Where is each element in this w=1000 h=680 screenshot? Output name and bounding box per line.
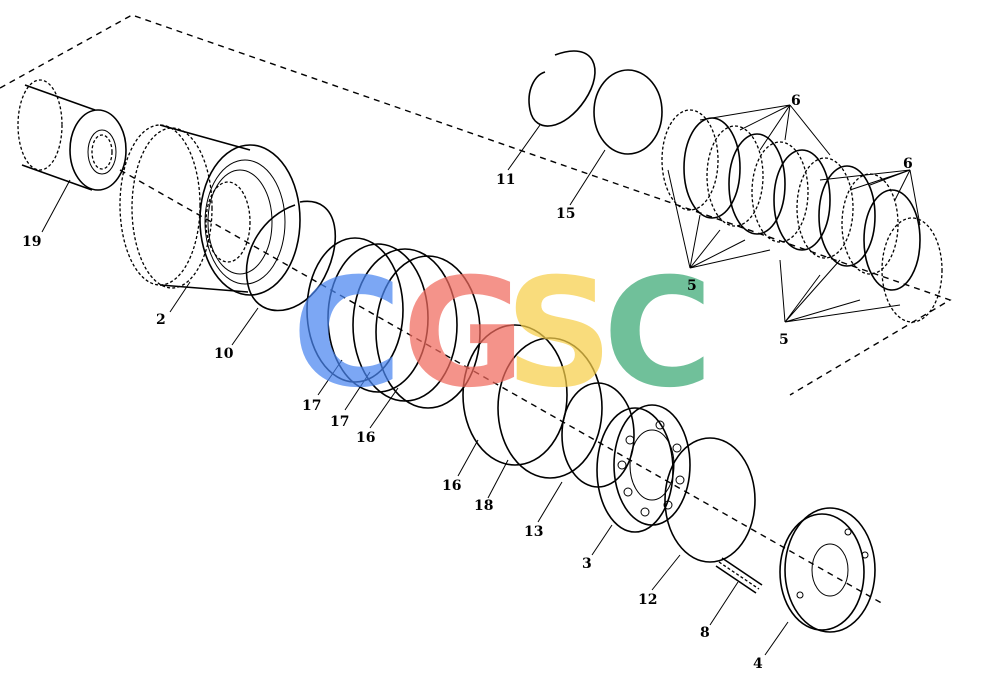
callout-13: 13 bbox=[524, 524, 543, 540]
part-2-clutch-drum bbox=[119, 124, 301, 296]
callout-5b: 5 bbox=[779, 332, 789, 348]
callout-labels: 19 2 10 17 17 16 16 18 13 3 12 8 4 11 15… bbox=[22, 93, 913, 672]
watermark-letter-4: C bbox=[603, 247, 713, 421]
callout-19: 19 bbox=[22, 234, 41, 250]
callout-15: 15 bbox=[556, 206, 575, 222]
watermark-letter-2: G bbox=[402, 247, 525, 421]
part-12-ring bbox=[664, 437, 756, 563]
dashed-group-boundary bbox=[0, 14, 952, 396]
part-19-splined-hub bbox=[17, 79, 127, 191]
dashed-center-axis bbox=[119, 169, 886, 606]
callout-leaders bbox=[41, 124, 789, 656]
part-3-piston bbox=[596, 404, 691, 533]
part-10-snap-ring bbox=[245, 200, 337, 312]
callout-16a: 16 bbox=[356, 430, 375, 446]
callout-8: 8 bbox=[700, 625, 710, 641]
callout-6a: 6 bbox=[791, 93, 801, 109]
watermark-letter-1: C bbox=[292, 247, 402, 421]
part-11-snap-ring bbox=[528, 50, 596, 127]
callout-6b: 6 bbox=[903, 156, 913, 172]
callout-4: 4 bbox=[753, 656, 763, 672]
callout-2: 2 bbox=[156, 312, 166, 328]
leader-fans bbox=[667, 104, 921, 323]
clutch-plates-pack bbox=[661, 109, 943, 323]
part-15-ring bbox=[593, 69, 663, 155]
callout-17b: 17 bbox=[330, 414, 349, 430]
callout-18: 18 bbox=[474, 498, 493, 514]
watermark-letter-3: S bbox=[505, 247, 613, 421]
callout-3: 3 bbox=[582, 556, 592, 572]
callout-16b: 16 bbox=[442, 478, 461, 494]
parts-16-18-rings-middle bbox=[462, 324, 603, 479]
part-8-spring bbox=[715, 557, 763, 594]
callout-11: 11 bbox=[496, 172, 515, 188]
callout-12: 12 bbox=[638, 592, 657, 608]
part-4-cover-plate bbox=[779, 507, 876, 633]
callout-10: 10 bbox=[214, 346, 234, 362]
parts-17-16-rings-left bbox=[306, 237, 481, 409]
watermark: C G S C bbox=[292, 247, 713, 421]
callout-17a: 17 bbox=[302, 398, 321, 414]
callout-5a: 5 bbox=[687, 278, 697, 294]
